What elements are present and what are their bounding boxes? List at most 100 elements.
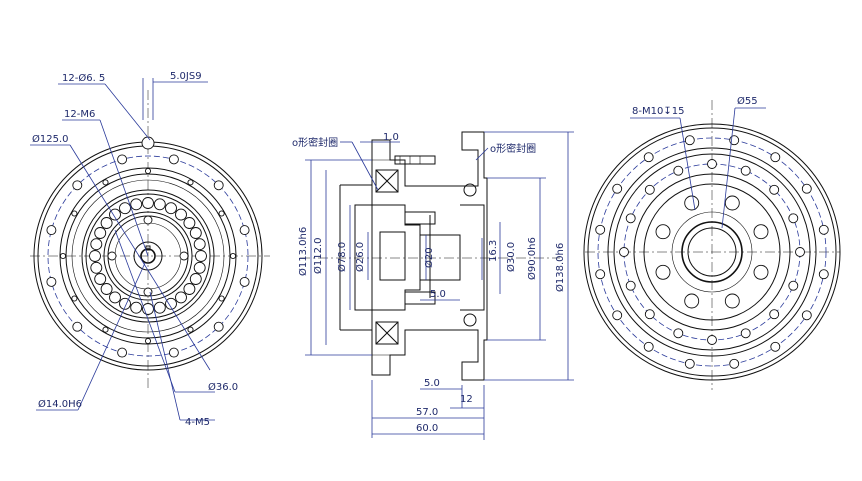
dim-d78: Ø78.0 [336, 242, 348, 272]
bolt-hole [612, 310, 623, 321]
roller [100, 217, 113, 229]
m10-hole [753, 224, 769, 240]
dim-d90: Ø90.0h6 [526, 237, 538, 280]
tapped-hole [59, 252, 67, 260]
dim-57-0: 57.0 [416, 407, 438, 418]
roller [100, 283, 113, 295]
dim-12: 12 [460, 394, 473, 405]
roller [189, 227, 202, 239]
bolt-hole [795, 247, 805, 257]
tapped-hole [102, 179, 109, 186]
bolt-hole [625, 280, 636, 291]
bolt-hole [72, 321, 83, 332]
tapped-hole [144, 167, 152, 175]
bolt-holes-outer [595, 135, 829, 369]
roller [189, 273, 202, 285]
roller [90, 261, 103, 274]
bolt-hole [595, 224, 606, 235]
callout-12-phi6-5: 12-Ø6. 5 [62, 72, 105, 84]
bolt-hole [673, 328, 684, 339]
bolt-hole [644, 184, 655, 195]
tapped-hole [71, 295, 78, 302]
m5-hole [143, 287, 153, 297]
bolt-hole [213, 180, 224, 191]
tapped-hole [187, 179, 194, 186]
bolt-hole [595, 269, 606, 280]
bolt-hole [239, 225, 250, 236]
bolt-hole [801, 183, 812, 194]
left-view: 12-Ø6. 5 5.0JS9 12-M6 Ø125.0 Ø14.0H6 Ø36… [30, 71, 270, 428]
roller [94, 273, 107, 285]
right-outer-flange [583, 123, 841, 381]
roller-bearing [89, 197, 207, 315]
m10-hole [753, 264, 769, 280]
bolt-hole [644, 309, 655, 320]
callout-bore-phi55: Ø55 [737, 95, 758, 107]
roller [175, 291, 187, 304]
m5-hole [179, 251, 189, 261]
roller [193, 261, 206, 274]
m10-hole [724, 293, 740, 309]
roller [142, 197, 154, 209]
dim-d20: Ø20 [423, 247, 435, 268]
roller [193, 238, 206, 251]
dim-5-0-outer: 5.0 [424, 378, 440, 389]
bolt-hole [239, 276, 250, 287]
bolt-hole [801, 310, 812, 321]
section-view: o形密封圈 o形密封圈 1.0 Ø113.0h6 Ø112.0 Ø78.0 Ø2… [292, 131, 574, 440]
roller [94, 227, 107, 239]
bolt-hole [612, 183, 623, 194]
callout-12-m6: 12-M6 [64, 109, 95, 120]
dim-60-0: 60.0 [416, 423, 438, 434]
m10-hole [655, 264, 671, 280]
dim-d138: Ø138.0h6 [554, 243, 566, 292]
dim-16-3: 16.3 [488, 240, 499, 262]
bolt-hole [729, 358, 740, 369]
roller [109, 208, 121, 221]
m10-hole [655, 224, 671, 240]
roller [165, 202, 177, 215]
bolt-hole [117, 347, 128, 358]
bolt-hole [72, 180, 83, 191]
roller [119, 202, 131, 215]
bolt-hole [625, 213, 636, 224]
roller [109, 291, 121, 304]
bolt-hole [818, 224, 829, 235]
bolt-hole [117, 154, 128, 165]
bolt-hole [740, 165, 751, 176]
m10-hole [724, 195, 740, 211]
bolt-hole [770, 152, 781, 163]
callout-4-m5: 4-M5 [185, 417, 210, 428]
callout-bore: Ø14.0H6 [38, 398, 82, 410]
m10-hole [684, 195, 700, 211]
tapped-hole [218, 210, 225, 217]
roller [183, 217, 196, 229]
roller [153, 301, 166, 314]
bolt-hole [619, 247, 629, 257]
roller [183, 283, 196, 295]
bolt-hole [684, 135, 695, 146]
tapped-hole [218, 295, 225, 302]
tapped-holes-8-m10 [655, 195, 769, 309]
callout-8-m10: 8-M10↧15 [632, 106, 684, 117]
bolt-hole [643, 341, 654, 352]
roller [89, 250, 101, 262]
tapped-hole [229, 252, 237, 260]
bolt-hole [740, 328, 751, 339]
bolt-hole [818, 269, 829, 280]
bolt-holes-12-phi6-5 [46, 154, 250, 358]
bolt-hole [168, 347, 179, 358]
bolt-hole [788, 213, 799, 224]
bolt-hole [769, 184, 780, 195]
roller [195, 250, 207, 262]
tapped-holes-12-m6 [59, 167, 237, 345]
bolt-hole [168, 154, 179, 165]
callout-outer-dia: Ø125.0 [32, 133, 69, 145]
cross-roller-bearing [375, 169, 477, 345]
bolt-hole [707, 159, 717, 169]
roller [175, 208, 187, 221]
bolt-hole [46, 225, 57, 236]
dim-d113: Ø113.0h6 [297, 227, 309, 276]
tapped-hole [71, 210, 78, 217]
tapped-hole [144, 337, 152, 345]
